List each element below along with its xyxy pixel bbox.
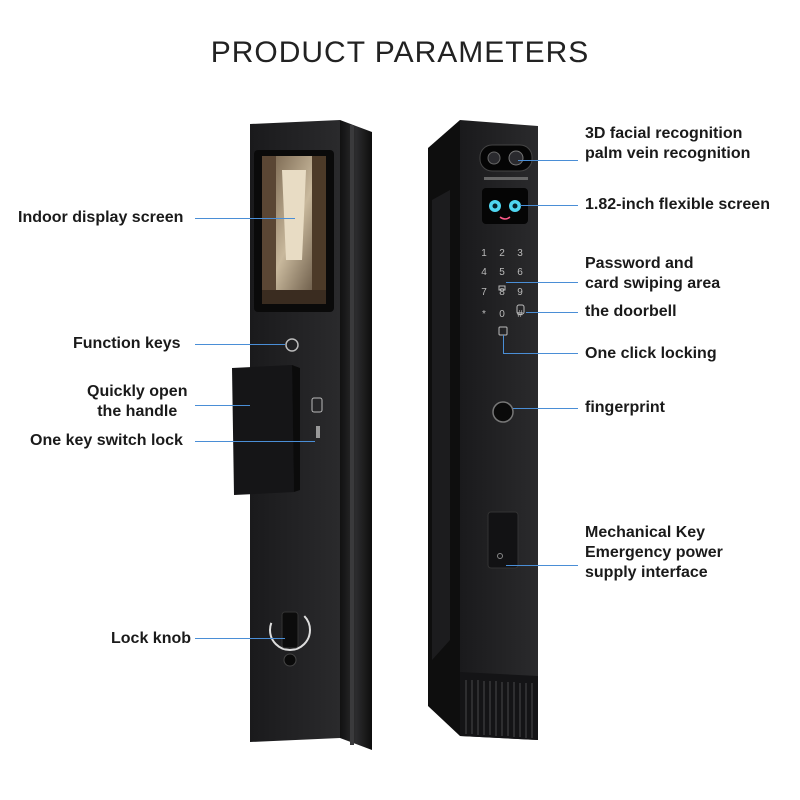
doorbell-icon (516, 304, 525, 315)
keypad-key: 8 (499, 287, 505, 298)
fingerprint-sensor (492, 401, 514, 423)
door-handle (232, 365, 294, 495)
keypad-key: 3 (517, 248, 523, 259)
label-one-click: One click locking (585, 345, 717, 362)
leader-line (520, 205, 578, 206)
keypad-key: 6 (517, 267, 523, 278)
leader-line (195, 441, 315, 442)
label-facial-line1: 3D facial recognition (585, 125, 743, 142)
keypad-key: * (482, 309, 486, 320)
leader-line (518, 160, 578, 161)
keypad-key: 4 (481, 267, 487, 278)
page-title: PRODUCT PARAMETERS (210, 36, 590, 69)
keypad-key: 9 (517, 287, 523, 298)
leader-line (195, 344, 285, 345)
leader-line (503, 335, 504, 353)
label-function-keys: Function keys (73, 335, 181, 352)
leader-line (506, 282, 578, 283)
keypad-key: 1 (481, 248, 487, 259)
indoor-lock-body (232, 120, 372, 750)
leader-line (526, 312, 578, 313)
keypad-key: 7 (481, 287, 487, 298)
label-fingerprint: fingerprint (585, 399, 665, 416)
leader-line (195, 638, 285, 639)
label-facial-line2: palm vein recognition (585, 145, 751, 162)
bottom-grille (460, 672, 538, 740)
keypad-key: 5 (499, 267, 505, 278)
label-quick-open-line2: the handle (97, 403, 178, 420)
mechanical-key-cover (487, 511, 519, 569)
keypad-key: 2 (499, 248, 505, 259)
label-flex-screen: 1.82-inch flexible screen (585, 196, 770, 213)
label-password-line1: Password and (585, 255, 694, 272)
leader-line (503, 353, 578, 354)
keypad-key: 0 (499, 309, 505, 320)
label-password: Password and card swiping area (585, 254, 720, 294)
label-mechanical-line2: Emergency power (585, 544, 723, 561)
leader-line (513, 408, 578, 409)
label-indoor-display: Indoor display screen (18, 209, 184, 226)
leader-line (195, 218, 295, 219)
flexible-screen (482, 188, 528, 224)
label-password-line2: card swiping area (585, 275, 721, 292)
label-quick-open-line1: Quickly open (87, 383, 188, 400)
label-facial: 3D facial recognition palm vein recognit… (585, 124, 750, 164)
label-quick-open: Quickly open the handle (87, 382, 187, 422)
label-switch-lock: One key switch lock (30, 432, 183, 449)
leader-line (506, 565, 578, 566)
label-mechanical: Mechanical Key Emergency power supply in… (585, 523, 723, 583)
outdoor-lock-body (428, 120, 538, 740)
leader-line (195, 405, 250, 406)
switch-lock-icon (311, 397, 323, 413)
card-icon (498, 285, 506, 291)
label-mechanical-line1: Mechanical Key (585, 524, 706, 541)
label-lock-knob: Lock knob (111, 630, 192, 647)
label-mechanical-line3: supply interface (585, 564, 708, 581)
lock-knob (269, 609, 311, 651)
function-key-button (285, 338, 299, 352)
label-doorbell: the doorbell (585, 303, 677, 320)
